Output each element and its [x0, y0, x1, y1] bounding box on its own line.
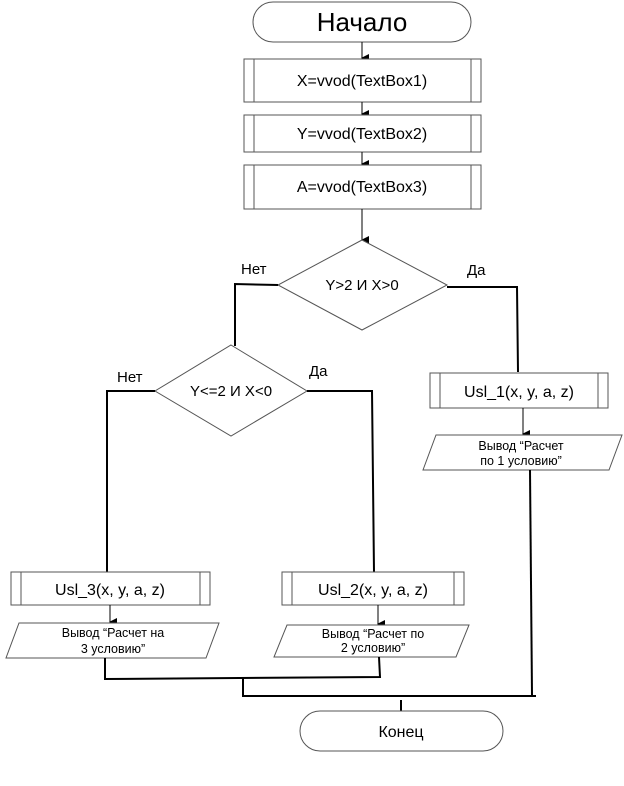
connector-yes-1	[447, 286, 519, 373]
decision-1: Y>2 И X>0	[276, 239, 449, 331]
input-process-y: Y=vvod(TextBox2)	[243, 114, 482, 153]
output-3-line-2: 3 условию”	[81, 642, 145, 656]
start-terminator: Начало	[252, 1, 472, 43]
decision-1-condition: Y>2 И X>0	[325, 277, 398, 294]
output-1-line-2: по 1 условию”	[480, 454, 562, 468]
decision-2-yes-label: Да	[309, 363, 328, 380]
end-terminator: Конец	[299, 710, 504, 752]
input-x-label: X=vvod(TextBox1)	[297, 73, 427, 90]
decision-1-yes-label: Да	[467, 262, 486, 279]
decision-2-no-label: Нет	[117, 369, 143, 386]
decision-2-condition: Y<=2 И X<0	[190, 383, 272, 400]
decision-2: Y<=2 И X<0	[154, 344, 308, 437]
connector-yes-2	[307, 390, 375, 573]
connector-merge-left	[104, 656, 382, 681]
input-process-x: X=vvod(TextBox1)	[243, 58, 482, 103]
decision-1-no-label: Нет	[241, 261, 267, 278]
connector-merge-right	[529, 469, 533, 696]
output-2-line-1: Вывод “Расчет по	[322, 627, 424, 641]
output-1: Вывод “Расчет по 1 условию”	[422, 434, 623, 471]
process-usl-3: Usl_3(x, y, a, z)	[10, 571, 211, 606]
process-usl-2: Usl_2(x, y, a, z)	[281, 571, 465, 606]
usl-3-label: Usl_3(x, y, a, z)	[55, 582, 165, 599]
connector-merge-bottom	[242, 678, 536, 697]
input-a-label: A=vvod(TextBox3)	[297, 179, 427, 196]
connector-no-1	[234, 282, 279, 346]
process-usl-1: Usl_1(x, y, a, z)	[429, 372, 609, 409]
output-2: Вывод “Расчет по 2 условию”	[273, 624, 470, 658]
connector-no-2	[106, 390, 155, 572]
output-2-line-2: 2 условию”	[341, 641, 405, 655]
input-y-label: Y=vvod(TextBox2)	[297, 126, 427, 143]
usl-1-label: Usl_1(x, y, a, z)	[464, 384, 574, 401]
input-process-a: A=vvod(TextBox3)	[243, 164, 482, 210]
output-3: Вывод “Расчет на 3 условию”	[5, 622, 220, 659]
output-3-line-1: Вывод “Расчет на	[62, 626, 165, 640]
end-label: Конец	[378, 724, 423, 741]
usl-2-label: Usl_2(x, y, a, z)	[318, 582, 428, 599]
start-label: Начало	[317, 7, 408, 37]
output-1-line-1: Вывод “Расчет	[478, 439, 563, 453]
